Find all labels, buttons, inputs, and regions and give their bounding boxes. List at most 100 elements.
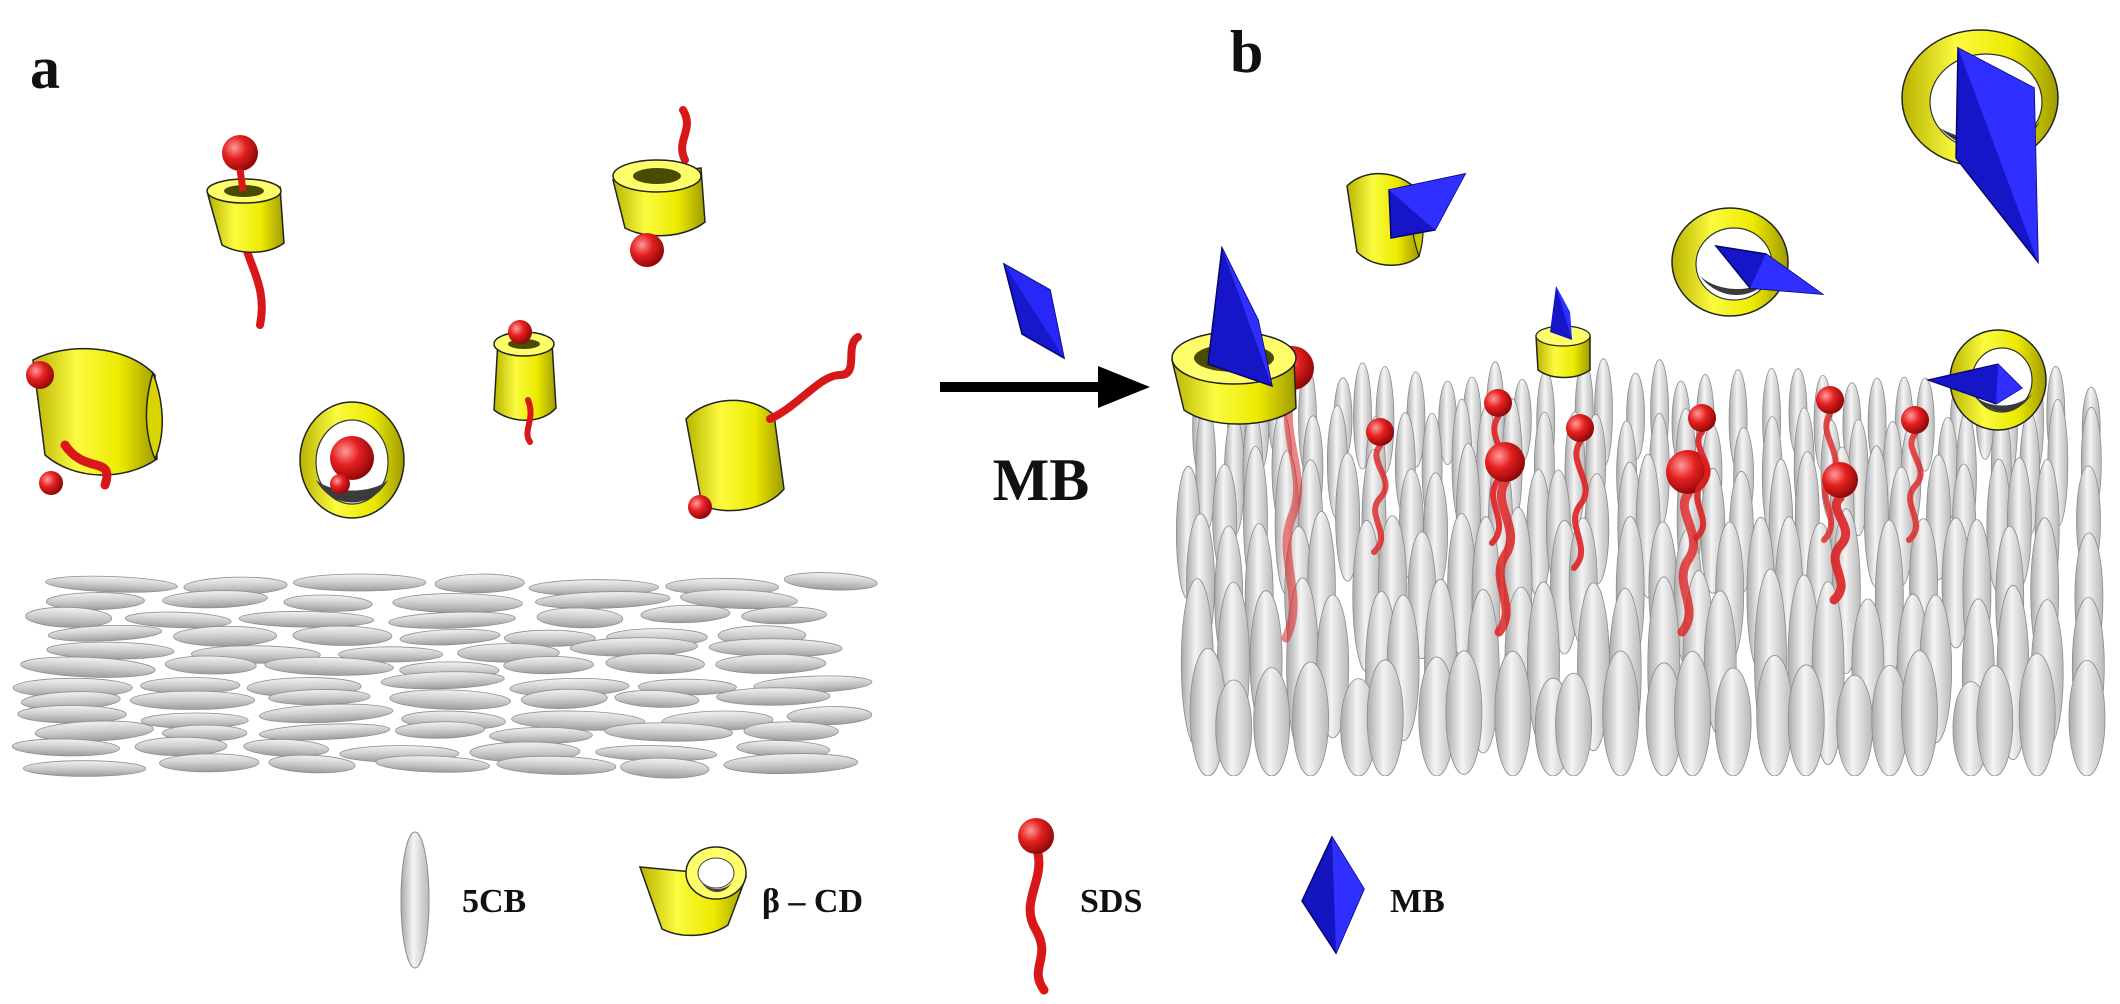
cd-mb-complex-2	[1346, 172, 1467, 266]
lc-molecule	[388, 611, 516, 629]
cd-mb-complex-5	[1901, 29, 2059, 265]
cd-sds-complex-2	[612, 106, 706, 267]
sds-tail	[1693, 429, 1711, 541]
lc-molecule	[1714, 667, 1752, 777]
cd-mb-complex-1	[1171, 245, 1297, 425]
lc-molecule	[159, 753, 260, 773]
lc-molecule	[268, 754, 356, 774]
lc-molecule	[640, 604, 731, 624]
lc-molecule	[1787, 664, 1825, 777]
liquid-crystal-layer-horizontal	[11, 572, 908, 779]
cd-mb-complex-6	[1925, 329, 2047, 431]
lc-molecule	[399, 628, 501, 646]
panel-b-label: b	[1230, 19, 1263, 85]
lc-molecule	[535, 591, 671, 609]
lc-molecule	[11, 738, 120, 757]
cd-sds-complex-1	[206, 135, 285, 329]
lc-molecule	[503, 656, 594, 675]
legend-label-sds: SDS	[1080, 883, 1142, 920]
lc-molecule	[1976, 665, 2014, 777]
mb-dye-icon-arrow	[1002, 262, 1066, 360]
lc-molecule	[2068, 660, 2106, 777]
cd-sds-complex-4	[299, 401, 405, 519]
sds-head	[1366, 418, 1394, 446]
lc-molecule	[496, 755, 617, 775]
sds-tail	[1906, 431, 1924, 543]
legend-item-sds: SDS	[1018, 818, 1142, 995]
lc-molecule	[723, 753, 859, 775]
sds-head	[1901, 406, 1929, 434]
lc-molecule	[1366, 659, 1404, 777]
lc-molecule	[1292, 661, 1329, 777]
lc-molecule	[1756, 655, 1794, 777]
lc-molecule	[173, 625, 278, 647]
lc-molecule	[389, 689, 511, 710]
lc-molecule	[1555, 672, 1592, 777]
sds-tail	[1571, 439, 1589, 571]
lc-molecule	[1674, 651, 1711, 777]
lc-molecule	[22, 760, 147, 777]
sds-head	[1485, 442, 1525, 482]
lc-molecule	[2018, 653, 2056, 777]
sds-tail	[1494, 477, 1516, 637]
lc-molecule	[264, 656, 394, 676]
sds-interface-layer	[1270, 346, 1929, 643]
cd-sds-complex-3	[26, 347, 163, 495]
lc-molecule	[1602, 650, 1640, 777]
lc-molecule	[786, 706, 873, 726]
lc-molecule	[338, 646, 444, 663]
sds-tail	[1281, 385, 1303, 643]
lc-molecule	[605, 653, 705, 674]
reaction-arrow-group: MB	[940, 262, 1150, 513]
legend-label-beta-cd: β – CD	[762, 883, 863, 920]
lc-molecule	[614, 690, 700, 708]
red-ball-tail-icon	[1018, 818, 1054, 995]
lc-molecule	[395, 721, 485, 739]
lc-molecule	[45, 575, 178, 593]
lc-molecule	[124, 611, 232, 629]
lc-molecule	[292, 573, 427, 592]
lc-molecule	[45, 592, 145, 611]
sds-head	[1688, 404, 1716, 432]
panel-a: a	[11, 35, 908, 779]
liquid-crystal-layer-vertical	[1170, 358, 2120, 816]
lc-molecule	[743, 721, 839, 741]
lc-molecule	[741, 606, 827, 625]
lc-molecule	[1445, 650, 1483, 775]
lc-molecule	[783, 572, 878, 591]
legend-label-mb: MB	[1390, 883, 1445, 920]
panel-a-label: a	[30, 35, 60, 101]
lc-molecule	[680, 589, 798, 610]
sds-head	[1816, 386, 1844, 414]
lc-molecule	[604, 722, 733, 742]
lc-molecule	[1335, 452, 1360, 582]
lc-molecule	[47, 624, 163, 642]
lc-molecule	[1836, 674, 1874, 777]
lc-molecule	[536, 607, 624, 629]
legend-item-5cb: 5CB	[400, 831, 526, 969]
blue-diamond-icon	[1301, 835, 1365, 955]
lc-molecule	[25, 606, 113, 628]
lc-molecule	[259, 703, 394, 724]
lc-molecule	[503, 629, 596, 647]
lc-molecule	[20, 656, 156, 678]
lc-molecule	[129, 690, 256, 710]
lc-molecule	[134, 736, 228, 757]
legend-item-beta-cd: β – CD	[638, 846, 863, 937]
sds-head	[1822, 462, 1858, 498]
lc-molecule	[283, 594, 373, 612]
lc-molecule	[716, 687, 831, 706]
sds-tail	[1829, 493, 1851, 605]
lc-molecule	[162, 590, 268, 609]
arrow-icon	[940, 366, 1150, 408]
lc-molecule	[434, 573, 525, 594]
lc-molecule	[238, 611, 375, 628]
lc-molecule	[715, 653, 827, 674]
cd-sds-complex-6	[685, 333, 862, 519]
lc-molecule	[1253, 667, 1291, 777]
gray-ellipsoid-icon	[400, 831, 430, 969]
yellow-cone-ring-icon	[638, 846, 748, 937]
lc-molecule	[521, 688, 608, 709]
lc-molecule	[258, 723, 391, 741]
